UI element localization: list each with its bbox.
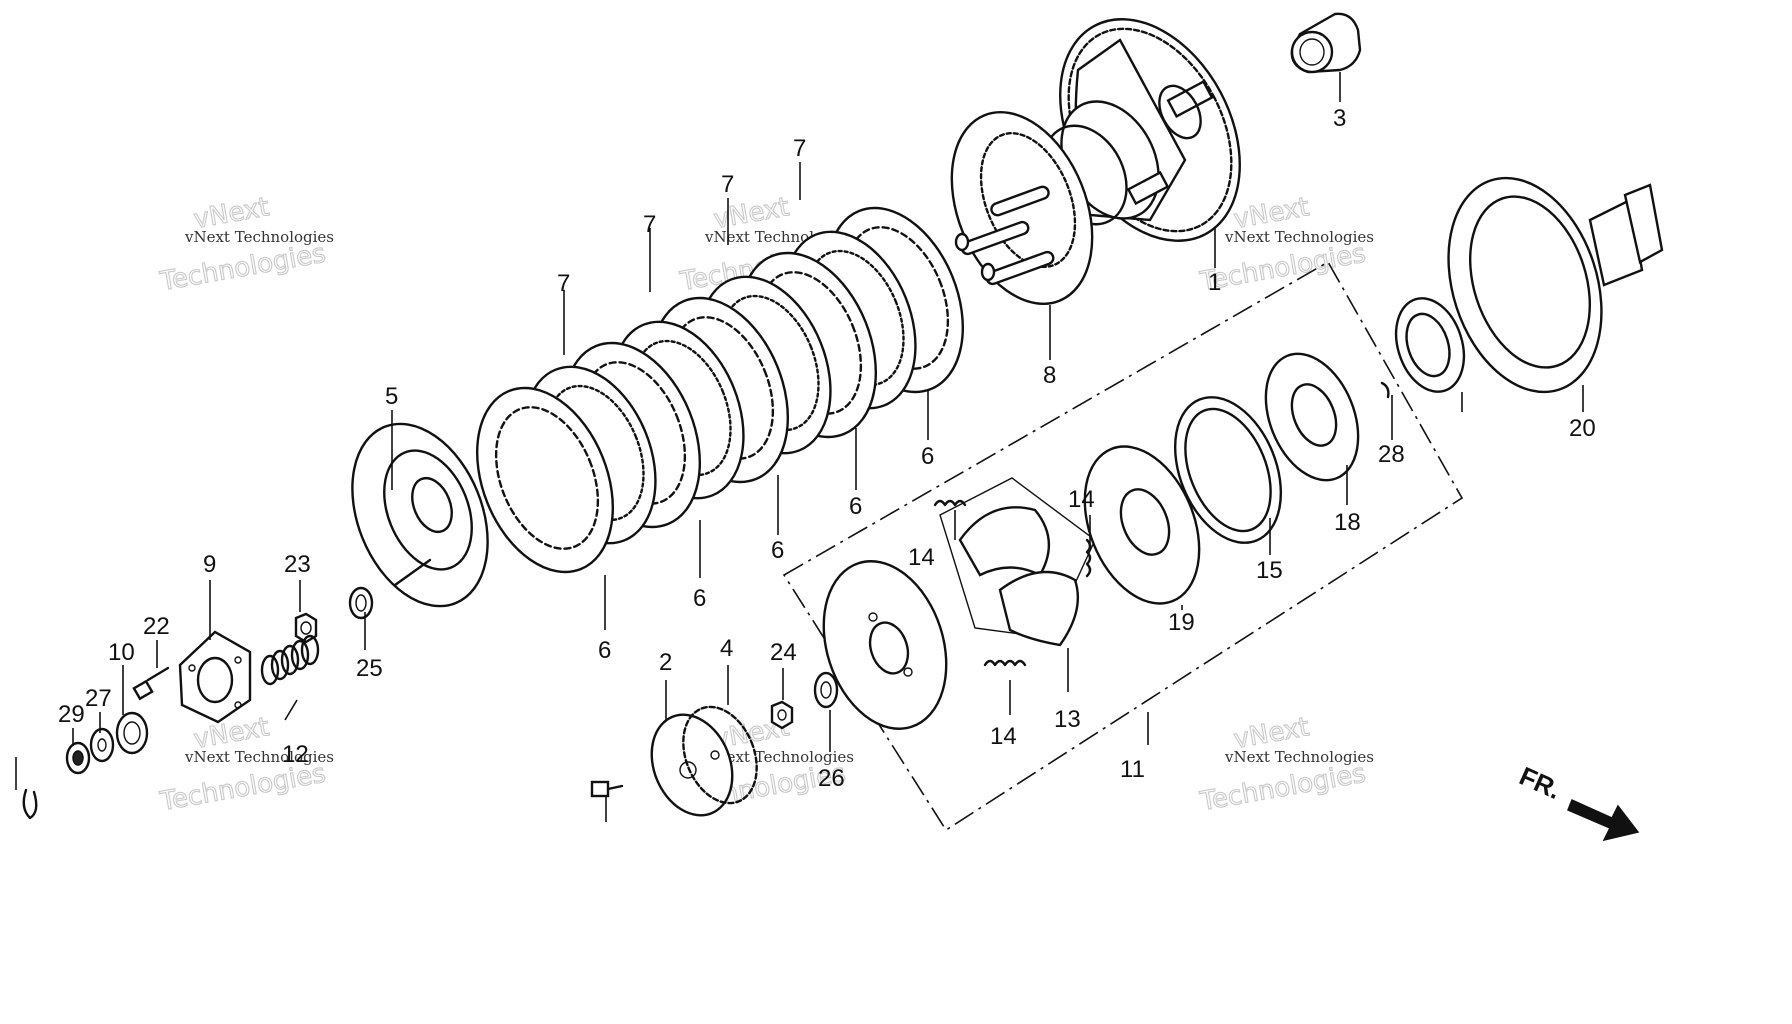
part-snap-ring-27	[22, 788, 38, 820]
callout-13: 13	[1054, 706, 1081, 733]
part-gasket	[682, 705, 758, 805]
front-label: FR.	[1515, 761, 1565, 805]
callout-5: 5	[385, 383, 398, 410]
part-lock-washer-26	[65, 741, 91, 775]
watermark: vNext Technologies vNext Technologies	[1197, 712, 1374, 818]
callout-25: 28	[1378, 441, 1405, 468]
callout-7a: 7	[793, 135, 806, 162]
part-clutch-outer	[1042, 18, 1241, 242]
callout-14a: 14	[908, 544, 935, 571]
part-spring-12	[260, 634, 320, 686]
callout-7c: 7	[643, 211, 656, 238]
watermark-company: vNext Technologies	[184, 748, 334, 766]
part-bolt-29	[590, 780, 624, 798]
watermark-company: vNext Technologies	[184, 228, 334, 246]
part-washer-22	[348, 586, 374, 620]
friction-disc	[475, 386, 615, 574]
callout-8: 8	[1043, 362, 1056, 389]
part-washer-24	[89, 727, 115, 763]
callout-12: 12	[282, 741, 309, 768]
part-bearing-10	[115, 711, 149, 755]
callout-14b: 14	[1068, 486, 1095, 513]
callout-7b: 7	[721, 171, 734, 198]
part-bolt-19	[132, 666, 170, 701]
arrow-right-icon	[1567, 798, 1640, 842]
callout-6d: 6	[693, 585, 706, 612]
callout-15: 15	[1256, 557, 1283, 584]
callout-9: 9	[203, 551, 216, 578]
part-clutch-drum	[1447, 176, 1664, 394]
watermark-line2: Technologies	[157, 239, 328, 298]
watermark-line2: Technologies	[1197, 759, 1368, 818]
callout-4: 4	[720, 635, 733, 662]
callout-18: 20	[1569, 415, 1596, 442]
callout-21: 24	[770, 639, 797, 666]
part-pressure-plate	[950, 111, 1094, 305]
callout-16: 18	[1334, 509, 1361, 536]
part-lifter-cover	[650, 713, 734, 817]
part-collar	[1290, 12, 1362, 74]
callout-1: 1	[1208, 269, 1221, 296]
part-bearing-28	[1394, 297, 1466, 393]
watermark-company: vNext Technologies	[1224, 228, 1374, 246]
part-washer-23	[813, 671, 839, 709]
watermark-company: vNext Technologies	[1224, 748, 1374, 766]
callout-2: 2	[659, 649, 672, 676]
callout-7d: 7	[557, 270, 570, 297]
callout-6a: 6	[921, 443, 934, 470]
watermark-company: vNext Technologies	[704, 748, 854, 766]
callout-14c: 14	[990, 723, 1017, 750]
front-direction-indicator: FR.	[1515, 761, 1640, 842]
callout-10: 10	[108, 639, 135, 666]
callout-11: 11	[1120, 756, 1145, 783]
part-lifter-plate	[178, 630, 252, 724]
callout-26: 29	[58, 701, 85, 728]
leader-lines	[15, 72, 1584, 822]
callout-22: 25	[356, 655, 383, 682]
part-clutch-center	[351, 422, 489, 608]
callout-20: 23	[284, 551, 311, 578]
part-nut-21	[770, 700, 794, 730]
callout-23: 26	[818, 765, 845, 792]
callout-6c: 6	[771, 537, 784, 564]
callout-19: 22	[143, 613, 170, 640]
callout-24: 27	[85, 685, 112, 712]
watermark: vNext Technologies vNext Technologies	[157, 192, 334, 298]
part-clutch-plates	[475, 206, 965, 574]
callout-labels: 3 1 8 7 7 7 7 6 6 6 6 6 5 9 23 22 10 27 …	[58, 105, 1596, 792]
part-centrifugal-clutch-assembly	[782, 260, 1464, 832]
callout-3: 3	[1333, 105, 1346, 132]
callout-6b: 6	[849, 493, 862, 520]
callout-6e: 6	[598, 637, 611, 664]
callout-17: 19	[1168, 609, 1195, 636]
